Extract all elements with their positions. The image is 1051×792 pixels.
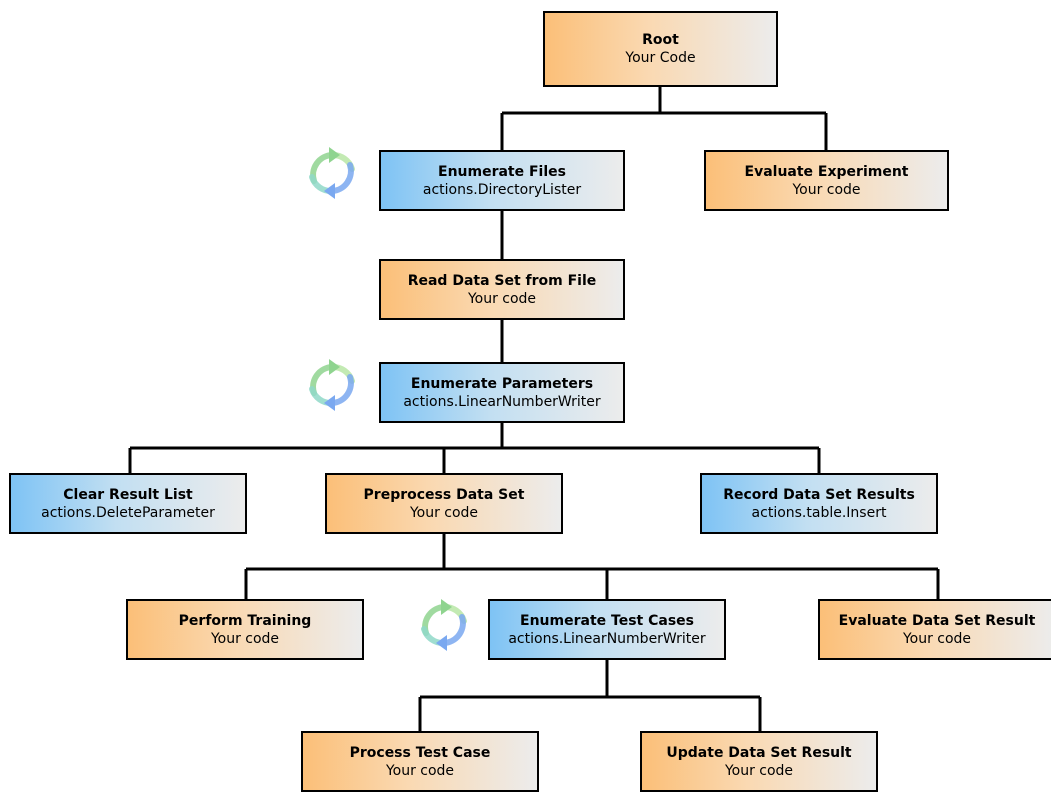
node-subtitle: Your code bbox=[409, 504, 479, 521]
loop-icon bbox=[421, 599, 467, 651]
node-subtitle: Your code bbox=[902, 630, 972, 647]
node-title: Clear Result List bbox=[63, 486, 193, 503]
node-title: Record Data Set Results bbox=[723, 486, 915, 503]
node-title: Enumerate Parameters bbox=[410, 375, 594, 392]
node-subtitle: Your code bbox=[385, 762, 455, 779]
node-subtitle: actions.LinearNumberWriter bbox=[403, 393, 601, 410]
node-subtitle: Your code bbox=[792, 181, 861, 198]
node-subtitle: Your Code bbox=[625, 50, 696, 66]
node-subtitle: actions.table.Insert bbox=[751, 504, 887, 521]
node-title: Evaluate Experiment bbox=[744, 163, 909, 180]
node-subtitle: Your code bbox=[467, 290, 537, 307]
node-title: Perform Training bbox=[178, 612, 312, 629]
node-title: Read Data Set from File bbox=[407, 272, 597, 289]
node-subtitle: actions.DeleteParameter bbox=[41, 504, 215, 521]
node-title: Update Data Set Result bbox=[666, 744, 852, 761]
node-title: Enumerate Test Cases bbox=[520, 612, 694, 629]
node-title: Evaluate Data Set Result bbox=[838, 612, 1036, 629]
node-title: Process Test Case bbox=[349, 744, 491, 761]
loop-icon bbox=[309, 147, 355, 199]
node-title: Preprocess Data Set bbox=[363, 486, 525, 503]
node-subtitle: Your code bbox=[210, 630, 280, 647]
node-title: Root bbox=[642, 32, 679, 48]
node-subtitle: actions.LinearNumberWriter bbox=[508, 630, 706, 647]
node-subtitle: actions.DirectoryLister bbox=[422, 181, 582, 198]
node-title: Enumerate Files bbox=[438, 163, 566, 180]
loop-icon bbox=[309, 359, 355, 411]
node-subtitle: Your code bbox=[724, 762, 794, 779]
